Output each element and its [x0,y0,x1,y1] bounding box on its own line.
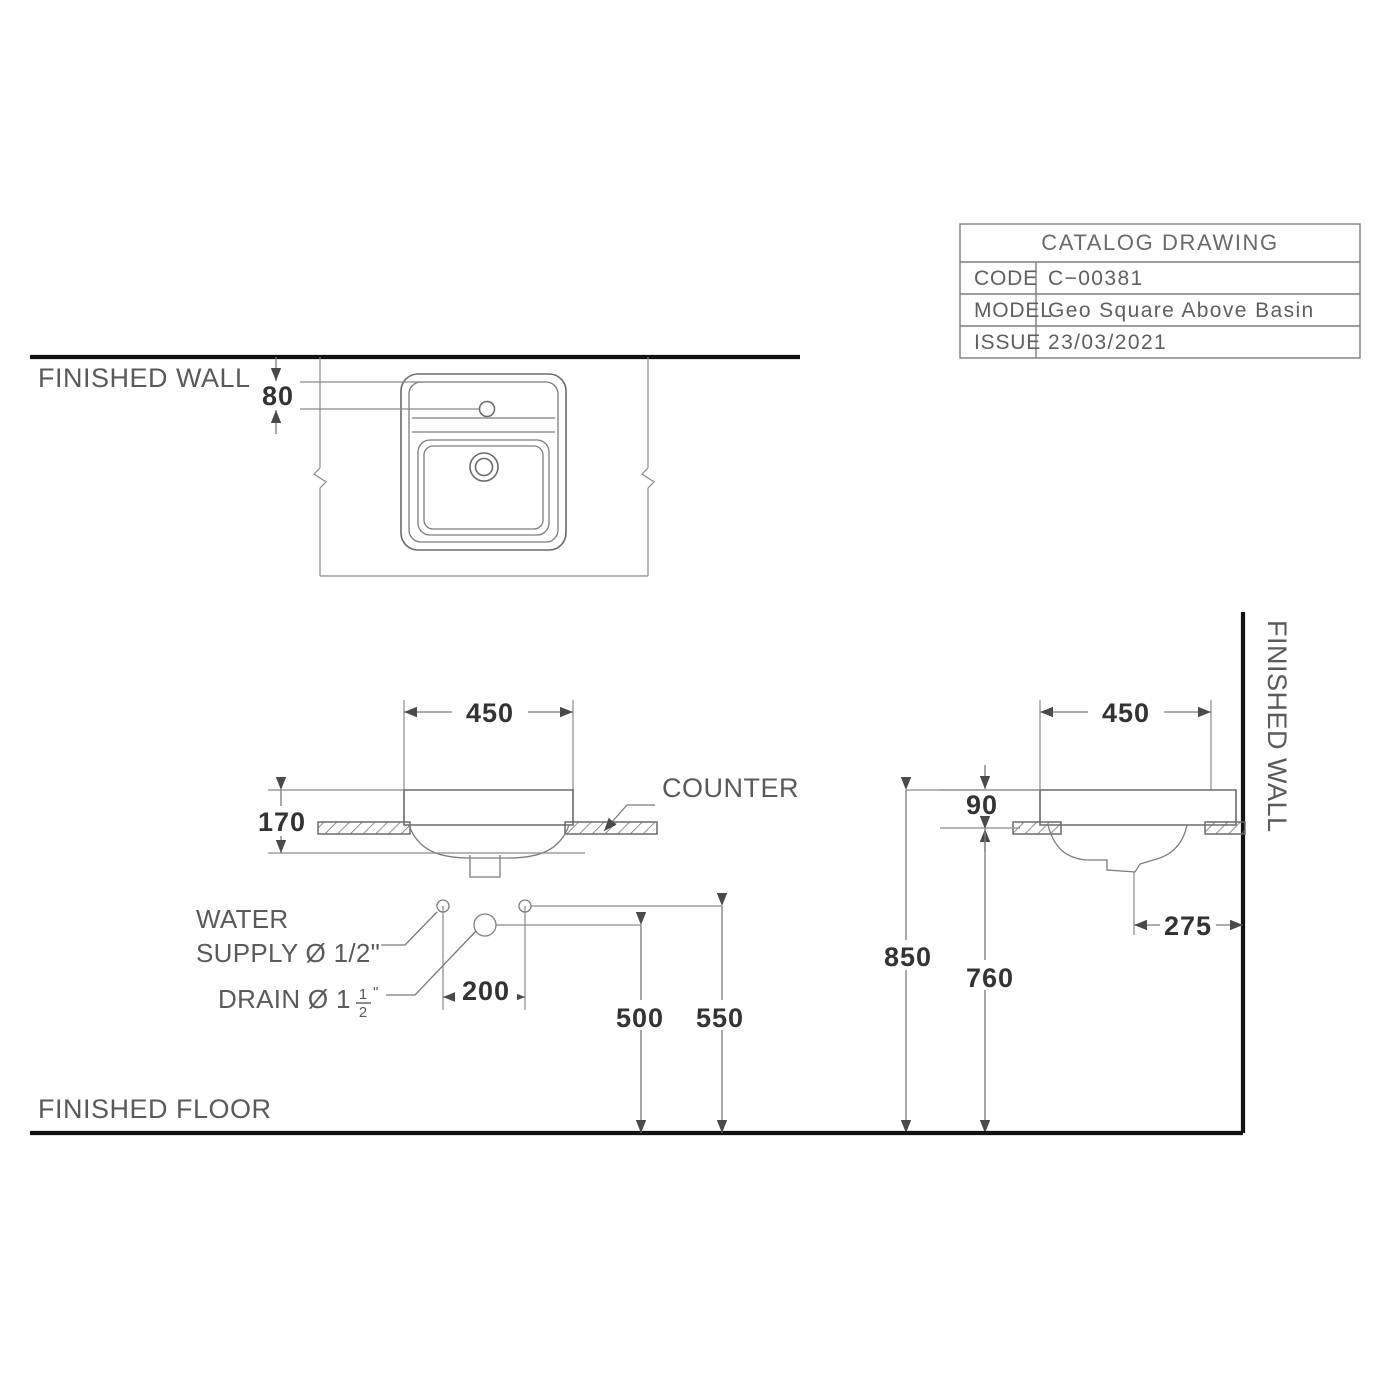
drain-symbol [473,913,497,937]
drain-inner-ring [474,457,494,477]
side-elevation: 450 90 275 850 760 FINISHED WALL [880,612,1292,1133]
basin-outer-rim [400,373,567,551]
tap-hole [478,400,496,418]
title-block-header: CATALOG DRAWING [1041,230,1279,255]
plan-break-symbol-left [313,467,327,489]
basin-bowl-outline [417,439,550,536]
dim-label-850: 850 [884,942,932,972]
dim-label-550: 550 [696,1003,744,1033]
title-block-value-issue: 23/03/2021 [1048,331,1167,354]
dim-label-200: 200 [462,976,510,1006]
dim-label-450-side: 450 [1102,698,1150,728]
bowl-underside-side [1047,824,1188,873]
counter-label: COUNTER [662,773,799,803]
dim-label-760: 760 [966,963,1014,993]
counter-slab-left [317,821,411,835]
counter-slab-side-right [1204,821,1246,835]
basin-body-side [1039,789,1237,826]
water-supply-leader [381,911,438,946]
title-block-value-model: Geo Square Above Basin [1048,299,1315,322]
title-block-value-code: C−00381 [1048,267,1144,290]
basin-inner-rim [408,381,559,543]
title-block-key-code: CODE [974,267,1038,290]
drain-outer-ring [469,452,499,482]
front-elevation: 450 170 COUNTER [254,697,799,878]
dim-label-500: 500 [616,1003,664,1033]
dim-label-450-front: 450 [466,698,514,728]
drain-label-fraction: 1 2 " [356,984,378,1021]
basin-bowl-inner [423,445,544,530]
finished-floor-label: FINISHED FLOOR [38,1094,272,1124]
counter-slab-side-left [1012,821,1062,835]
water-supply-label-line1: WATER [196,904,289,934]
bowl-underside-front [408,824,570,859]
dim-label-80: 80 [262,381,294,411]
title-block: CATALOG DRAWING CODE C−00381 MODEL Geo S… [959,223,1361,359]
title-block-key-issue: ISSUE [974,331,1041,354]
drain-fraction-numerator: 1 [359,986,367,1003]
dim-label-90: 90 [966,790,998,820]
dim-label-170: 170 [258,807,306,837]
drain-stub-front [469,855,501,878]
plan-break-symbol-right [641,467,655,489]
finished-wall-label-plan: FINISHED WALL [38,363,251,393]
drain-label-prefix: DRAIN Ø 1 [218,984,351,1014]
drain-fraction-inch-mark: " [373,984,378,1001]
dim-label-275: 275 [1164,911,1212,941]
basin-body-front [403,789,574,826]
finished-wall-label-side: FINISHED WALL [1262,620,1292,833]
rough-in-plumbing: FINISHED FLOOR 200 500 550 WATER SUPPLY … [30,893,1243,1136]
drain-fraction-denominator: 2 [359,1004,367,1021]
water-supply-label-line2: SUPPLY Ø 1/2" [196,938,380,968]
plan-view: 80 FINISHED WALL [30,354,800,577]
drain-leader [386,930,477,996]
counter-leader-line [603,804,655,832]
title-block-key-model: MODEL [974,299,1053,322]
